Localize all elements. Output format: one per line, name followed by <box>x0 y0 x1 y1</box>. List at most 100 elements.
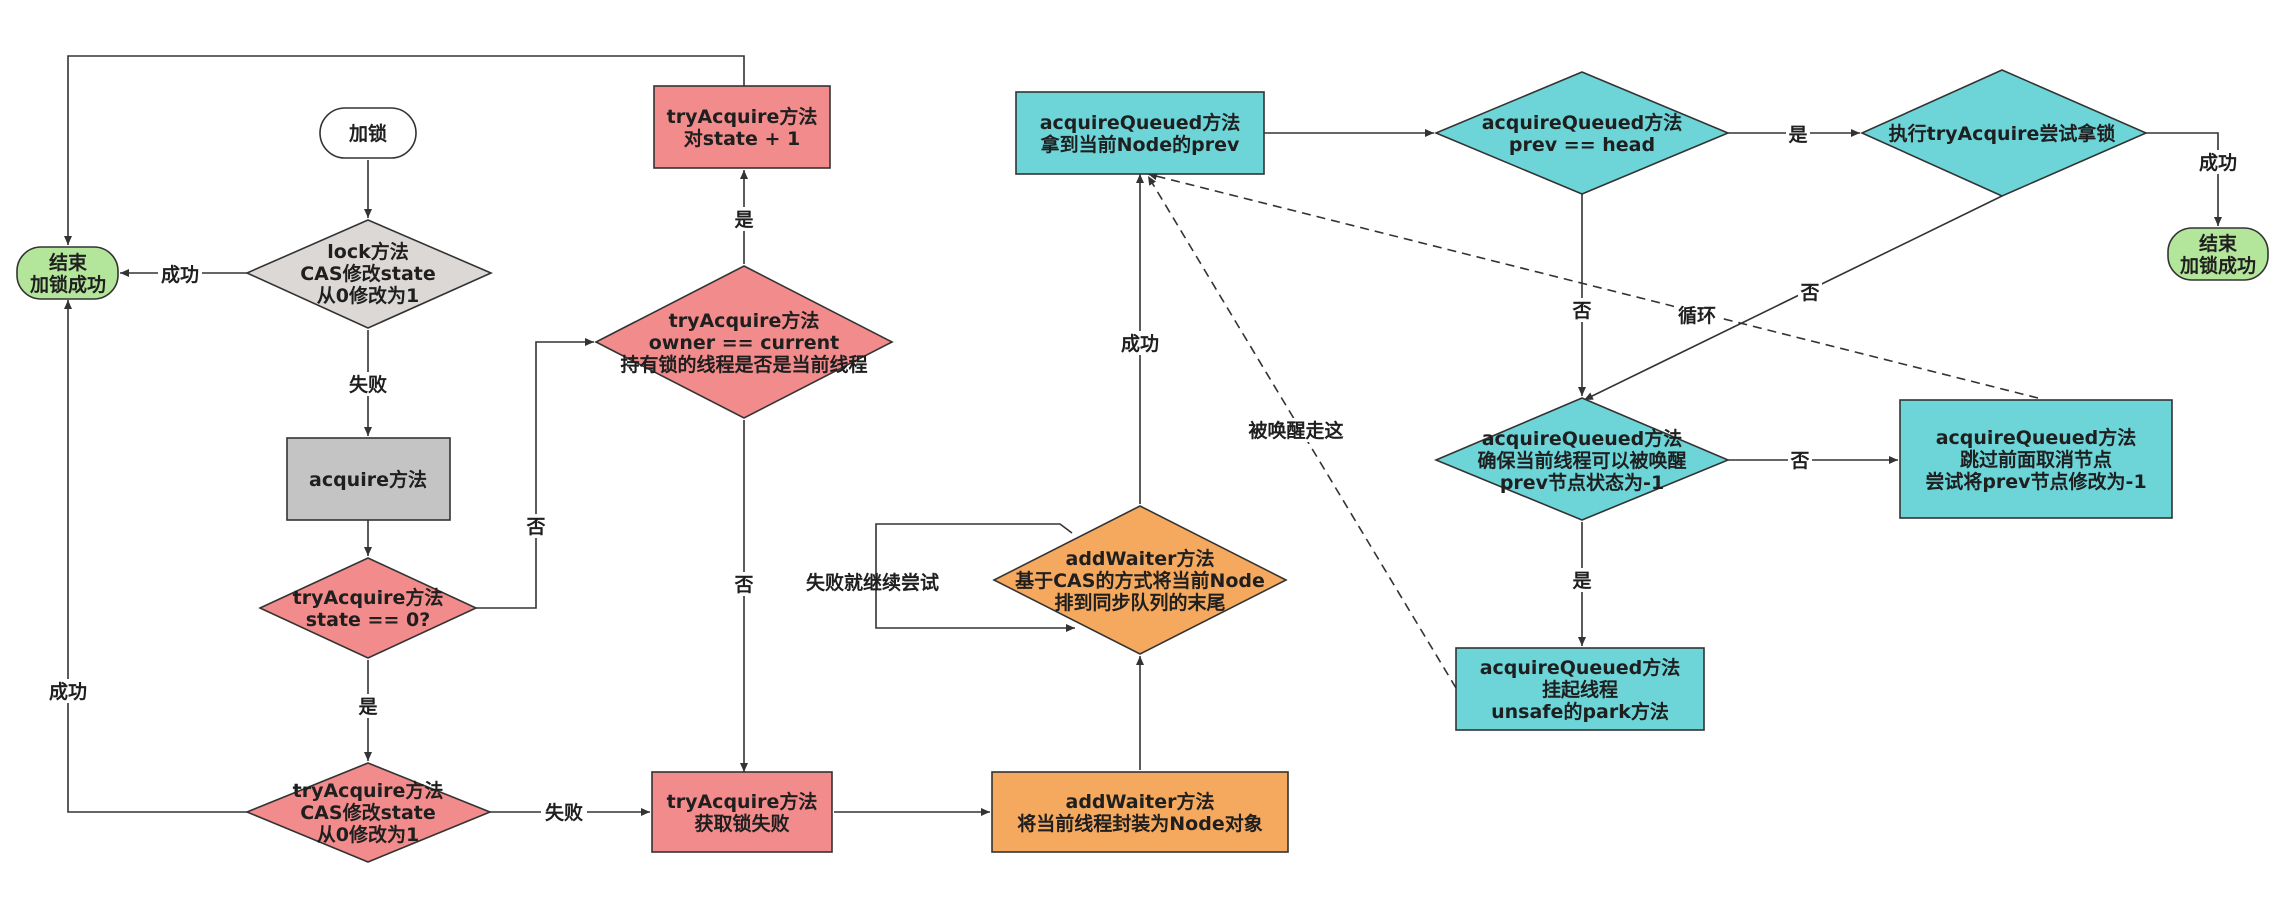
try-owner-line: 持有锁的线程是否是当前线程 <box>620 353 867 376</box>
label-waiter-success: 成功 <box>1121 332 1159 355</box>
label-head-no: 否 <box>1571 300 1591 322</box>
aq-prev-line: acquireQueued方法 <box>1040 111 1241 134</box>
aq-park-line: 挂起线程 <box>1542 678 1618 701</box>
label-woken: 被唤醒走这 <box>1248 419 1343 442</box>
try-owner-line: tryAcquire方法 <box>669 309 820 332</box>
node-try-inc: tryAcquire方法对state + 1 <box>653 85 831 169</box>
edge-exec-no <box>1583 195 2003 401</box>
exec-try-line: 执行tryAcquire尝试拿锁 <box>1889 122 2116 145</box>
aq-wake-line: 确保当前线程可以被唤醒 <box>1477 449 1686 472</box>
try-fail-line: 获取锁失败 <box>694 812 789 835</box>
node-start: 加锁 <box>319 107 417 159</box>
label-exec-success: 成功 <box>2199 151 2237 174</box>
node-end-right: 结束加锁成功 <box>2167 227 2269 281</box>
label-lock-fail: 失败 <box>349 373 387 396</box>
label-wake-yes: 是 <box>1572 570 1591 592</box>
node-add-waiter-node-text: addWaiter方法将当前线程封装为Node对象 <box>1017 790 1262 835</box>
aq-park-line: acquireQueued方法 <box>1480 656 1681 679</box>
try-fail-line: tryAcquire方法 <box>667 790 818 813</box>
node-start-text: 加锁 <box>348 122 387 145</box>
try-cas-line: tryAcquire方法 <box>293 779 444 802</box>
aq-skip-line: acquireQueued方法 <box>1936 426 2137 449</box>
try-state0-line: state == 0? <box>306 609 431 631</box>
node-acquire-text: acquire方法 <box>309 468 427 491</box>
edge-exec-success <box>2146 132 2222 226</box>
edge-inc-to-end <box>64 55 745 245</box>
end-left-line: 加锁成功 <box>29 273 106 296</box>
aq-park-line: unsafe的park方法 <box>1491 700 1669 723</box>
add-waiter-cas-line: 排到同步队列的末尾 <box>1054 591 1225 614</box>
add-waiter-cas-line: 基于CAS的方式将当前Node <box>1014 569 1265 592</box>
label-owner-yes: 是 <box>734 209 753 231</box>
label-retry: 失败就继续尝试 <box>806 571 939 594</box>
lock-cas-line: CAS修改state <box>300 262 436 285</box>
add-waiter-node-line: 将当前线程封装为Node对象 <box>1017 812 1262 835</box>
node-end-right-text: 结束加锁成功 <box>2179 232 2256 277</box>
label-head-yes: 是 <box>1788 124 1807 146</box>
aq-wake-line: acquireQueued方法 <box>1482 427 1683 450</box>
node-try-inc-text: tryAcquire方法对state + 1 <box>667 105 818 150</box>
node-aq-prev: acquireQueued方法拿到当前Node的prev <box>1015 91 1265 175</box>
acquire-line: acquire方法 <box>309 468 427 491</box>
end-left-line: 结束 <box>49 251 88 274</box>
node-exec-try: 执行tryAcquire尝试拿锁 <box>1860 69 2148 197</box>
edges <box>64 55 2222 816</box>
end-right-line: 结束 <box>2199 232 2238 255</box>
node-exec-try-text: 执行tryAcquire尝试拿锁 <box>1889 122 2116 145</box>
label-loop: 循环 <box>1678 304 1716 327</box>
aq-skip-line: 跳过前面取消节点 <box>1960 448 2112 471</box>
lock-cas-line: 从0修改为1 <box>317 284 419 307</box>
node-acquire: acquire方法 <box>286 437 451 521</box>
node-aq-skip: acquireQueued方法跳过前面取消节点尝试将prev节点修改为-1 <box>1899 399 2173 519</box>
node-end-left-text: 结束加锁成功 <box>29 251 106 296</box>
label-cas-fail: 失败 <box>545 801 583 824</box>
edge-state0-no <box>476 338 594 609</box>
label-lock-success: 成功 <box>161 263 199 286</box>
try-inc-line: tryAcquire方法 <box>667 105 818 128</box>
try-state0-line: tryAcquire方法 <box>293 586 444 609</box>
try-cas-line: CAS修改state <box>300 801 436 824</box>
add-waiter-node-line: addWaiter方法 <box>1066 790 1215 813</box>
edge-woken-dashed <box>1147 175 1457 689</box>
end-right-line: 加锁成功 <box>2179 254 2256 277</box>
node-add-waiter-node: addWaiter方法将当前线程封装为Node对象 <box>991 771 1289 853</box>
node-aq-skip-text: acquireQueued方法跳过前面取消节点尝试将prev节点修改为-1 <box>1925 426 2146 493</box>
add-waiter-cas-line: addWaiter方法 <box>1066 547 1215 570</box>
lock-cas-line: lock方法 <box>327 240 408 263</box>
label-state0-yes: 是 <box>358 696 377 718</box>
edge-retry-loop <box>875 523 1075 632</box>
edge-loop-dashed <box>1147 172 2039 399</box>
aq-head-line: prev == head <box>1509 134 1655 156</box>
aq-prev-line: 拿到当前Node的prev <box>1040 133 1240 156</box>
try-inc-line: 对state + 1 <box>684 127 801 150</box>
try-owner-line: owner == current <box>649 332 839 354</box>
label-owner-no: 否 <box>733 574 753 596</box>
label-state0-no: 否 <box>525 516 545 538</box>
aq-skip-line: 尝试将prev节点修改为-1 <box>1925 470 2146 493</box>
edge-cas-success <box>64 300 247 813</box>
aq-head-line: acquireQueued方法 <box>1482 111 1683 134</box>
label-exec-no: 否 <box>1799 282 1819 304</box>
aq-wake-line: prev节点状态为-1 <box>1500 471 1664 494</box>
node-try-fail: tryAcquire方法获取锁失败 <box>651 771 833 853</box>
node-end-left: 结束加锁成功 <box>16 246 119 300</box>
node-try-fail-text: tryAcquire方法获取锁失败 <box>667 790 818 835</box>
edge-labels: 成功 失败 否 是 失败 成功 是 否 失败就继续尝试 成功 是 成功 否 否 … <box>45 122 2241 824</box>
label-wake-no: 否 <box>1789 450 1809 472</box>
